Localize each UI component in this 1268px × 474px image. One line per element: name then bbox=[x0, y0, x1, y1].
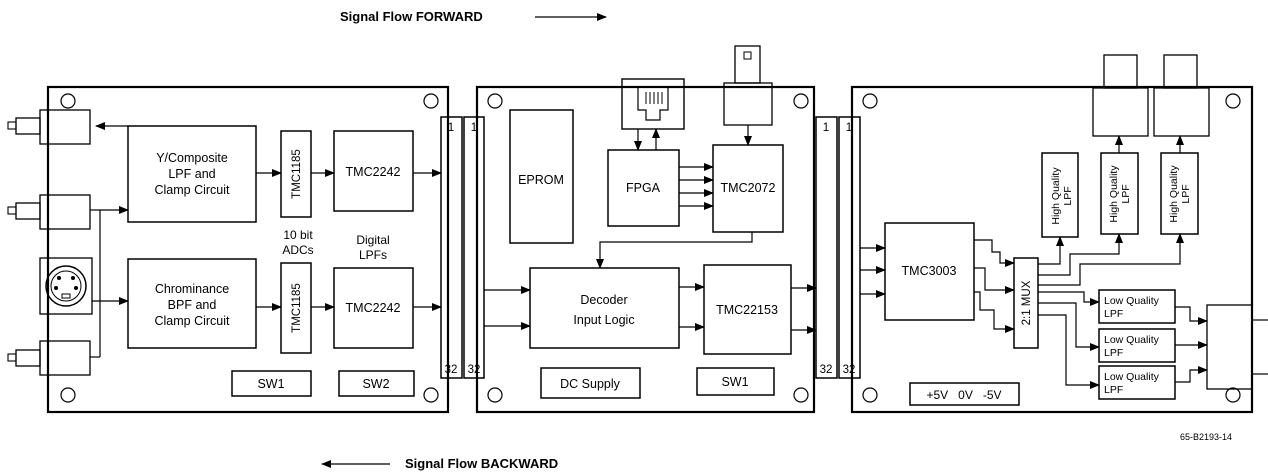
lpf-caption-line-1: Digital bbox=[356, 233, 389, 247]
bnc-out-connector-1 bbox=[1092, 54, 1149, 137]
adc-caption-line-1: 10 bit bbox=[283, 228, 313, 242]
board-2-outline bbox=[475, 85, 816, 414]
chroma-filter-line-1: Chrominance bbox=[155, 282, 229, 296]
decoder-block bbox=[703, 264, 792, 355]
board1-sw1-block bbox=[231, 370, 312, 397]
fpga-block bbox=[607, 149, 680, 227]
mount-hole bbox=[862, 93, 878, 109]
bnc-connector-1 bbox=[7, 109, 91, 145]
hq-lpf-3-line-1: High Quality bbox=[1168, 165, 1180, 223]
hq-lpf-1-line-1: High Quality bbox=[1050, 167, 1062, 225]
mount-hole bbox=[60, 93, 76, 109]
lpf-top-block bbox=[333, 130, 414, 212]
decoder-logic-block bbox=[529, 267, 680, 349]
adc-top-label: TMC1185 bbox=[291, 149, 303, 199]
board2-sw1-block bbox=[696, 367, 775, 396]
svideo-connector bbox=[39, 257, 93, 315]
lq-lpf-2-line-1: Low Quality bbox=[1104, 334, 1160, 346]
mount-hole bbox=[60, 387, 76, 403]
board1-edge-connector bbox=[440, 116, 463, 379]
luma-filter-block bbox=[127, 125, 257, 223]
hq-lpf-2-line-2: LPF bbox=[1120, 184, 1132, 203]
eprom-block bbox=[509, 109, 574, 244]
mount-hole bbox=[793, 93, 809, 109]
encoder-block bbox=[712, 144, 784, 233]
board1-sw2-label: SW2 bbox=[362, 377, 389, 391]
adc-bottom-label: TMC1185 bbox=[291, 283, 303, 333]
bnc-connector-3 bbox=[7, 340, 91, 376]
board3-pin-last: 32 bbox=[843, 364, 856, 376]
chroma-filter-block bbox=[127, 258, 257, 349]
flow-backward-label: Signal Flow BACKWARD bbox=[405, 456, 558, 471]
board3-pin-first: 1 bbox=[846, 122, 852, 134]
board2-in-pin-first: 1 bbox=[471, 122, 477, 134]
bnc-connector-2 bbox=[7, 194, 91, 230]
eprom-label: EPROM bbox=[518, 173, 564, 187]
chroma-filter-line-2: BPF and bbox=[168, 298, 217, 312]
hq-lpf-1-line-2: LPF bbox=[1062, 186, 1074, 205]
board2-sw1-label: SW1 bbox=[721, 375, 748, 389]
lpf-caption-line-2: LPFs bbox=[359, 248, 387, 262]
board3-in-connector bbox=[838, 116, 861, 379]
figure-id: 65-B2193-14 bbox=[1180, 432, 1232, 442]
mount-hole bbox=[1225, 387, 1241, 403]
processor-label: TMC3003 bbox=[902, 264, 957, 278]
adc-caption-line-2: ADCs bbox=[282, 243, 313, 257]
board2-out-connector bbox=[815, 116, 838, 379]
adc-top-block bbox=[280, 130, 312, 218]
board2-out-pin-last: 32 bbox=[820, 364, 833, 376]
board2-out-pin-first: 1 bbox=[823, 122, 829, 134]
mount-hole bbox=[487, 93, 503, 109]
bnc-out-connector-2 bbox=[1153, 54, 1210, 137]
processor-block bbox=[884, 222, 975, 321]
board-1-outline bbox=[46, 85, 450, 414]
lq-lpf-3-line-1: Low Quality bbox=[1104, 371, 1160, 383]
power-supply-label: +5V 0V -5V bbox=[926, 388, 1001, 402]
fpga-label: FPGA bbox=[626, 181, 661, 195]
mux-label: 2:1 MUX bbox=[1021, 280, 1033, 325]
encoder-label: TMC2072 bbox=[721, 181, 776, 195]
dc-supply-block bbox=[540, 367, 641, 399]
board1-sw2-block bbox=[338, 370, 415, 397]
lq-lpf-1-line-2: LPF bbox=[1104, 308, 1123, 320]
luma-filter-line-2: LPF and bbox=[168, 167, 215, 181]
lq-lpf-3-line-2: LPF bbox=[1104, 384, 1123, 396]
board1-pin-last: 32 bbox=[445, 364, 458, 376]
lq-lpf-2-line-2: LPF bbox=[1104, 347, 1123, 359]
lpf-bottom-label: TMC2242 bbox=[346, 301, 401, 315]
board-1: Y/Composite LPF and Clamp Circuit TMC118… bbox=[7, 85, 463, 414]
board2-in-pin-last: 32 bbox=[468, 364, 481, 376]
adc-bottom-block bbox=[280, 262, 312, 354]
lpf-bottom-block bbox=[333, 267, 414, 349]
board-3: 1 32 TMC3003 2:1 MUX High Quality LPF Hi… bbox=[838, 54, 1268, 414]
output-connector bbox=[1206, 304, 1268, 390]
luma-filter-line-1: Y/Composite bbox=[156, 151, 228, 165]
mount-hole bbox=[423, 93, 439, 109]
flow-forward-label: Signal Flow FORWARD bbox=[340, 9, 483, 24]
mount-hole bbox=[862, 387, 878, 403]
mount-hole bbox=[793, 387, 809, 403]
mount-hole bbox=[423, 387, 439, 403]
decoder-label: TMC22153 bbox=[716, 303, 778, 317]
hq-lpf-2-line-1: High Quality bbox=[1108, 165, 1120, 223]
hq-lpf-3-line-2: LPF bbox=[1180, 184, 1192, 203]
mount-hole bbox=[1225, 93, 1241, 109]
board2-in-connector bbox=[463, 116, 485, 379]
board-2: 1 32 EPROM FPGA TMC2072 bbox=[463, 45, 838, 414]
decoder-logic-line-1: Decoder bbox=[580, 293, 627, 307]
chroma-filter-line-3: Clamp Circuit bbox=[154, 314, 230, 328]
mount-hole bbox=[487, 387, 503, 403]
board-3-outline bbox=[850, 85, 1254, 414]
board1-sw1-label: SW1 bbox=[257, 377, 284, 391]
power-supply-block bbox=[909, 382, 1020, 406]
bnc-connector-top bbox=[723, 45, 773, 126]
luma-filter-line-3: Clamp Circuit bbox=[154, 183, 230, 197]
board1-pin-first: 1 bbox=[448, 122, 454, 134]
lq-lpf-1-line-1: Low Quality bbox=[1104, 295, 1160, 307]
dc-supply-label: DC Supply bbox=[560, 377, 620, 391]
lpf-top-label: TMC2242 bbox=[346, 165, 401, 179]
decoder-logic-line-2: Input Logic bbox=[573, 313, 634, 327]
